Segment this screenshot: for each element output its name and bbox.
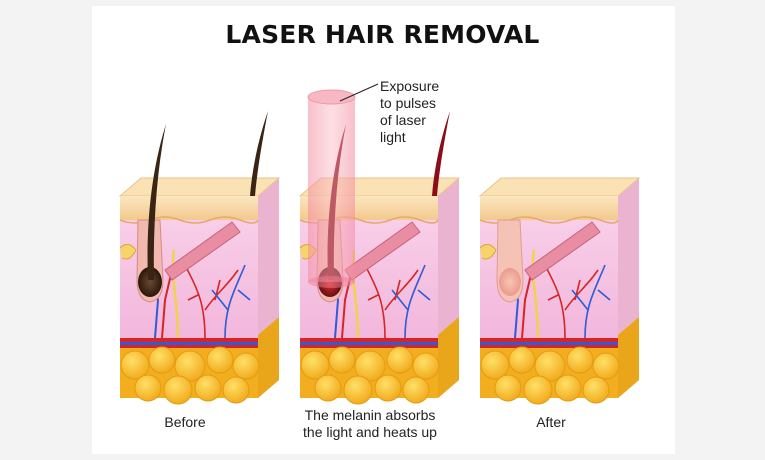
callout-line-3: of laser (380, 112, 426, 128)
skin-block-laser (298, 83, 461, 405)
skin-block-after (478, 177, 641, 405)
caption-before: Before (164, 414, 206, 430)
caption-melanin-line-2: the light and heats up (303, 424, 437, 440)
callout-pointer (339, 83, 379, 102)
laser-callout: Exposure to pulses of laser light (380, 78, 439, 146)
caption-melanin-line-1: The melanin absorbs (304, 407, 436, 423)
diagram-title: LASER HAIR REMOVAL (225, 20, 540, 49)
skin-block-before (118, 111, 281, 405)
caption-after: After (536, 414, 566, 430)
callout-line-1: Exposure (380, 78, 440, 94)
callout-line-4: light (380, 129, 406, 145)
laser-beam (307, 89, 356, 288)
callout-line-2: to pulses (380, 95, 437, 111)
caption-melanin: The melanin absorbs the light and heats … (290, 407, 450, 441)
